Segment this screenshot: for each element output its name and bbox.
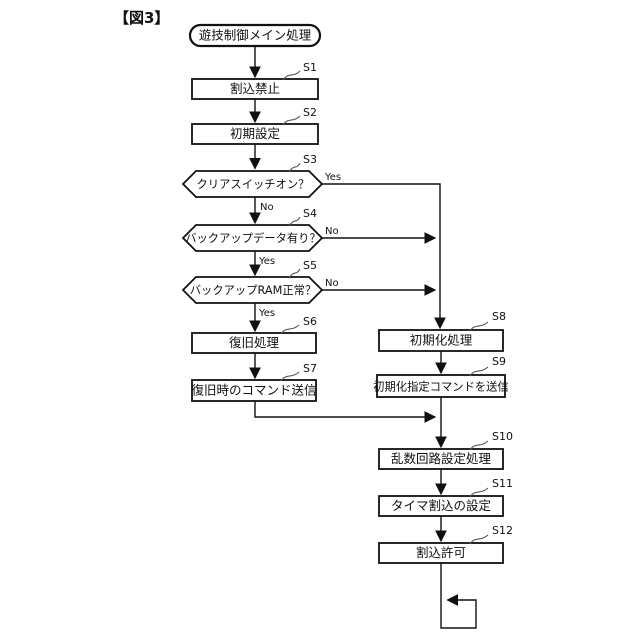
step-s2: S2 bbox=[303, 106, 317, 119]
node-s3-label: クリアスイッチオン？ bbox=[197, 178, 310, 191]
step-s5: S5 bbox=[303, 259, 317, 272]
node-s4-label: バックアップデータ有り？ bbox=[185, 231, 321, 245]
start-terminal-label: 遊技制御メイン処理 bbox=[199, 28, 312, 43]
step-s3: S3 bbox=[303, 153, 317, 166]
node-s6-box bbox=[191, 332, 317, 354]
leader-s6 bbox=[280, 324, 300, 335]
edge-s5-yes-label: Yes bbox=[258, 308, 275, 319]
step-s10: S10 bbox=[492, 430, 513, 443]
leader-s2 bbox=[282, 115, 301, 126]
edge-s3-yes bbox=[322, 183, 446, 330]
step-s1: S1 bbox=[303, 61, 317, 74]
leader-s12 bbox=[469, 534, 489, 545]
node-s11-label: タイマ割込の設定 bbox=[391, 498, 491, 513]
node-s5-label: バックアップRAM正常？ bbox=[190, 284, 317, 297]
leader-s8 bbox=[469, 321, 489, 332]
node-s8-label: 初期化処理 bbox=[410, 333, 473, 348]
leader-s11 bbox=[469, 487, 489, 498]
node-s3-hexagon bbox=[181, 170, 324, 198]
step-s12: S12 bbox=[492, 524, 513, 537]
leader-s4 bbox=[288, 216, 301, 227]
edge-s4-no-label: No bbox=[325, 226, 339, 237]
node-s9-label: 初期化指定コマンドを送信 bbox=[373, 380, 509, 394]
step-s9: S9 bbox=[492, 355, 506, 368]
node-s12-label: 割込許可 bbox=[416, 545, 466, 560]
edge-s3-yes-label: Yes bbox=[324, 172, 341, 183]
node-s10-label: 乱数回路設定処理 bbox=[391, 451, 492, 466]
step-s4: S4 bbox=[303, 207, 317, 220]
step-s7: S7 bbox=[303, 362, 317, 375]
node-s5-hexagon bbox=[181, 276, 324, 304]
edge-s5-no-label: No bbox=[325, 278, 339, 289]
figure-label: 【図3】 bbox=[114, 9, 169, 27]
node-s7-label: 復旧時のコマンド送信 bbox=[191, 383, 316, 398]
node-s6-label: 復旧処理 bbox=[229, 335, 280, 350]
edge-s4-yes-label: Yes bbox=[258, 256, 275, 267]
edge-infinite-loop bbox=[440, 563, 477, 629]
leader-s1 bbox=[282, 70, 301, 81]
step-s11: S11 bbox=[492, 477, 513, 490]
step-s8: S8 bbox=[492, 310, 506, 323]
edge-s7-merge bbox=[254, 401, 437, 423]
leader-s7 bbox=[280, 371, 300, 382]
node-s4-hexagon bbox=[181, 224, 324, 252]
node-s7-box bbox=[191, 379, 317, 402]
leader-s3 bbox=[288, 162, 301, 173]
leader-s5 bbox=[288, 268, 301, 279]
step-s6: S6 bbox=[303, 315, 317, 328]
leader-s9 bbox=[469, 366, 489, 377]
edge-s3-no-label: No bbox=[260, 202, 274, 213]
node-s2-label: 初期設定 bbox=[230, 126, 280, 141]
leader-s10 bbox=[469, 440, 489, 451]
node-s1-label: 割込禁止 bbox=[230, 81, 280, 96]
